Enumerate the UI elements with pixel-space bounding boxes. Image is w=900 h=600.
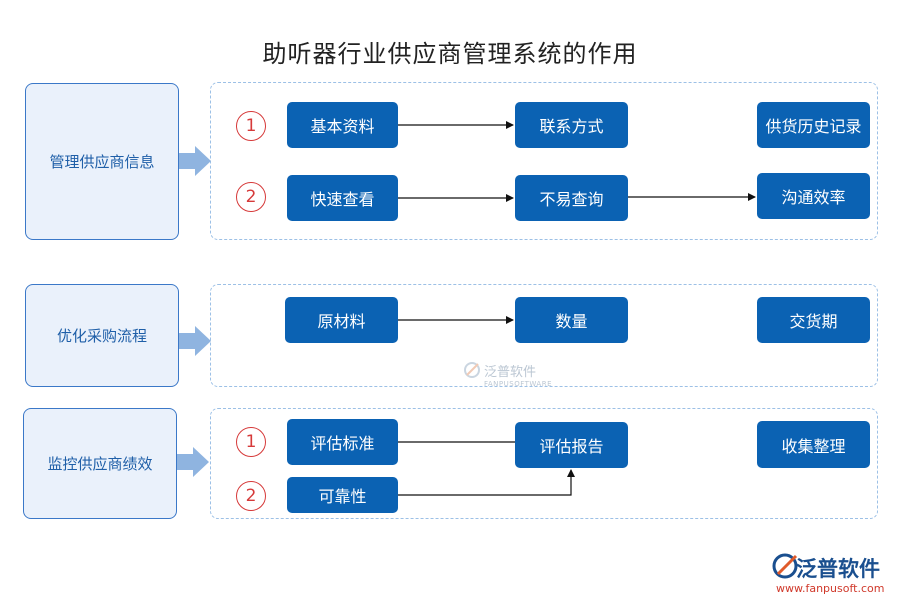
node-delivery-period: 交货期 [757,297,870,343]
node-evaluation-criteria: 评估标准 [287,419,398,465]
watermark-name: 泛普软件 [484,365,537,380]
node-reliability: 可靠性 [287,477,398,513]
node-contact-method: 联系方式 [515,102,628,148]
node-hard-to-query: 不易查询 [515,175,628,221]
section-label-monitor-performance: 监控供应商绩效 [23,408,177,519]
brand-logo-icon [772,553,798,579]
node-raw-materials: 原材料 [285,297,398,343]
section-container-optimize-procurement [210,284,878,387]
node-quick-view: 快速查看 [287,175,398,221]
block-arrow-section-1 [179,146,211,176]
section-label-manage-supplier-info: 管理供应商信息 [25,83,179,240]
brand-logo: 泛普软件 www.fanpusoft.com [770,553,894,597]
page-title: 助听器行业供应商管理系统的作用 [262,40,638,68]
section-container-monitor-performance [210,408,878,519]
row-number-1: 1 [236,427,266,457]
watermark: 泛普软件 FANPUSOFTWARE [484,361,552,388]
brand-name: 泛普软件 [796,557,880,581]
row-number-1: 1 [236,111,266,141]
node-supply-history: 供货历史记录 [757,102,870,148]
row-number-2: 2 [236,481,266,511]
section-label-optimize-procurement: 优化采购流程 [25,284,179,387]
node-evaluation-report: 评估报告 [515,422,628,468]
node-basic-info: 基本资料 [287,102,398,148]
node-quantity: 数量 [515,297,628,343]
node-communication-efficiency: 沟通效率 [757,173,870,219]
node-collect-organize: 收集整理 [757,421,870,468]
arrow-reliability-to-report [398,469,575,496]
block-arrow-section-2 [179,326,211,356]
block-arrow-section-3 [177,447,209,477]
watermark-sub: FANPUSOFTWARE [484,380,552,388]
watermark-logo-icon [464,362,480,378]
brand-url: www.fanpusoft.com [776,582,885,595]
row-number-2: 2 [236,182,266,212]
